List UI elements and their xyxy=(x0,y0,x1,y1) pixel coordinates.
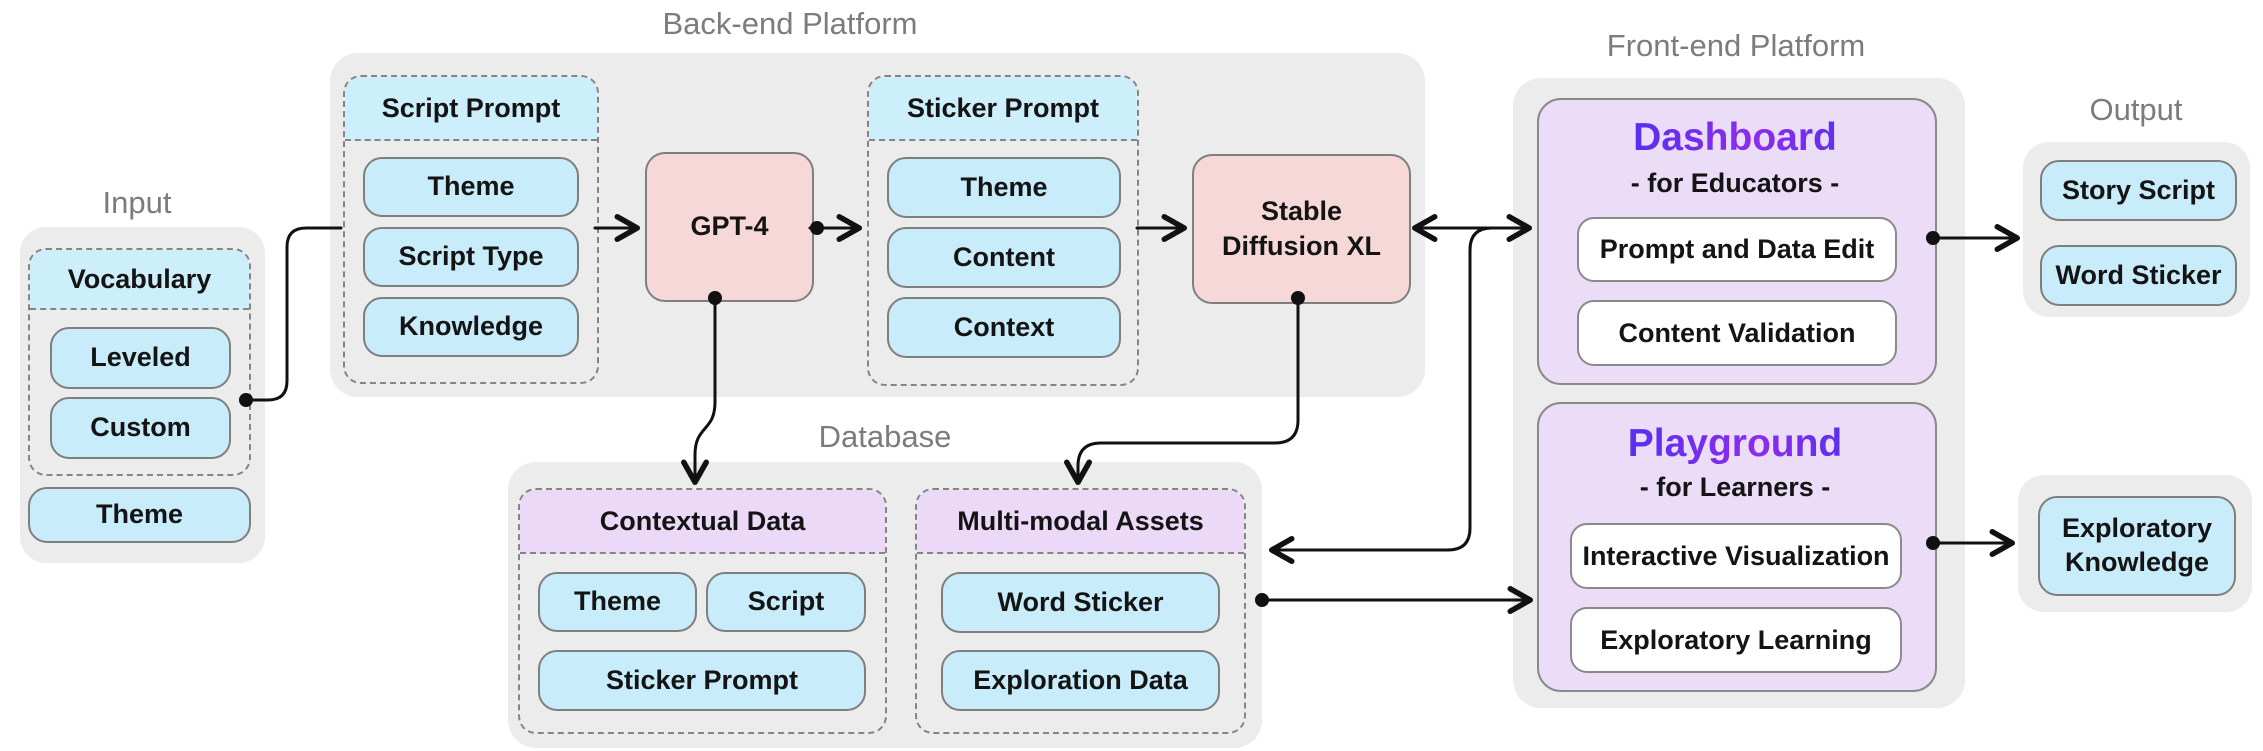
dashboard-subtitle: - for Educators - xyxy=(1630,168,1840,198)
script-theme-node: Theme xyxy=(363,157,579,217)
sticker-prompt-header: Sticker Prompt xyxy=(869,77,1137,141)
custom-node: Custom xyxy=(50,397,231,459)
contextual-data-header: Contextual Data xyxy=(520,490,885,554)
script-prompt-header: Script Prompt xyxy=(345,77,597,141)
sticker-theme-node: Theme xyxy=(887,157,1121,218)
multimodal-assets-group: Multi-modal Assets xyxy=(915,488,1246,734)
playground-title: Playground xyxy=(1537,422,1933,467)
ctx-theme-node: Theme xyxy=(538,572,697,632)
contextual-data-group: Contextual Data xyxy=(518,488,887,734)
backend-section-title: Back-end Platform xyxy=(662,6,918,41)
exploratory-knowledge-node: Exploratory Knowledge xyxy=(2038,496,2236,596)
vocabulary-group: Vocabulary xyxy=(28,248,251,476)
playground-subtitle: - for Learners - xyxy=(1639,472,1831,502)
sticker-content-node: Content xyxy=(887,227,1121,288)
database-section-title: Database xyxy=(818,419,952,454)
output-word-sticker-node: Word Sticker xyxy=(2040,245,2237,306)
interactive-visualization-node: Interactive Visualization xyxy=(1570,523,1902,589)
input-theme-node: Theme xyxy=(28,487,251,543)
multimodal-assets-header: Multi-modal Assets xyxy=(917,490,1244,554)
story-script-node: Story Script xyxy=(2040,160,2237,221)
sticker-context-node: Context xyxy=(887,297,1121,358)
prompt-data-edit-node: Prompt and Data Edit xyxy=(1577,217,1897,282)
output-section-title: Output xyxy=(2089,92,2183,127)
exploratory-knowledge-label: Exploratory Knowledge xyxy=(2062,513,2213,577)
ctx-sticker-prompt-node: Sticker Prompt xyxy=(538,650,866,711)
exploration-data-node: Exploration Data xyxy=(941,650,1220,711)
input-section-title: Input xyxy=(102,185,172,220)
stable-diffusion-node: Stable Diffusion XL xyxy=(1192,154,1411,304)
sticker-prompt-group: Sticker Prompt xyxy=(867,75,1139,386)
word-sticker-node: Word Sticker xyxy=(941,572,1220,633)
stable-diffusion-label: Stable Diffusion XL xyxy=(1222,195,1381,261)
leveled-node: Leveled xyxy=(50,327,231,389)
frontend-section-title: Front-end Platform xyxy=(1606,28,1866,63)
knowledge-node: Knowledge xyxy=(363,297,579,357)
dashboard-title: Dashboard xyxy=(1537,116,1933,161)
content-validation-node: Content Validation xyxy=(1577,300,1897,366)
script-prompt-group: Script Prompt xyxy=(343,75,599,384)
exploratory-learning-node: Exploratory Learning xyxy=(1570,607,1902,673)
vocabulary-header: Vocabulary xyxy=(30,250,249,310)
ctx-script-node: Script xyxy=(706,572,866,632)
gpt4-node: GPT-4 xyxy=(645,152,814,302)
script-type-node: Script Type xyxy=(363,227,579,287)
